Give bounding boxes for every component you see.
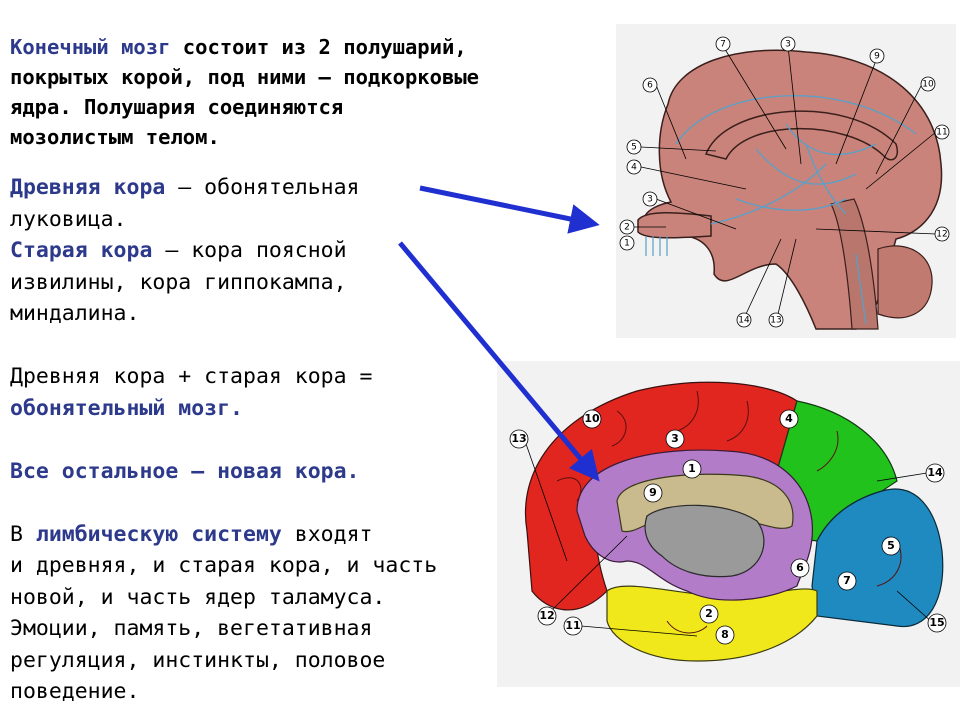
ancient-cortex-term: Древняя кора	[10, 175, 166, 200]
ancient-cortex-line2: луковица.	[10, 206, 127, 232]
olfactory-arrows	[645, 236, 668, 256]
bottom-label-2: 2	[705, 607, 713, 620]
region-gray	[644, 504, 765, 578]
intro-term: Конечный мозг	[10, 35, 171, 59]
top-label-6: 6	[647, 81, 653, 91]
old-cortex-line3: миндалина.	[10, 301, 140, 326]
tracts-lines	[675, 95, 917, 325]
intro-line3: ядра. Полушария соединяются	[10, 95, 344, 119]
top-label-3a: 3	[785, 40, 791, 50]
arrow-old-cortex	[398, 241, 600, 482]
top-label-11: 11	[936, 128, 947, 138]
olfactory-bulb-shape	[637, 211, 712, 239]
bottom-label-9: 9	[649, 486, 657, 499]
limbic-line2: и древняя, и старая кора, и часть	[10, 553, 438, 578]
top-label-7: 7	[720, 40, 726, 50]
top-label-10: 10	[922, 80, 934, 90]
region-yellow	[606, 585, 818, 662]
bottom-label-1: 1	[688, 462, 696, 475]
label-marker	[715, 36, 731, 52]
region-blue	[811, 488, 944, 628]
bottom-label-11: 11	[565, 619, 580, 632]
old-cortex-line2: извилины, кора гиппокампа,	[10, 269, 347, 295]
bottom-label-4: 4	[785, 412, 793, 425]
top-label-9: 9	[874, 52, 880, 62]
intro-line2: покрытых корой, под ними – подкорковые	[10, 65, 479, 89]
intro-paragraph: Конечный мозг состоит из 2 полушарий, по…	[10, 32, 600, 152]
bottom-label-7: 7	[843, 574, 851, 587]
bottom-label-3: 3	[671, 432, 679, 445]
top-label-1: 1	[624, 239, 630, 249]
body-text: Древняя кора – обонятельная луковица. Ст…	[10, 172, 480, 708]
top-label-13: 13	[770, 316, 781, 326]
bottom-label-6: 6	[796, 561, 804, 574]
bottom-label-12: 12	[539, 609, 554, 622]
brain-medial-figure: 10 4 13 3 1 14 9 5 6	[497, 361, 960, 687]
new-cortex-text: Все остальное – новая кора.	[10, 458, 360, 484]
brainstem-shape	[830, 198, 879, 330]
olfactory-term: обонятельный мозг.	[10, 395, 243, 421]
bottom-label-10: 10	[584, 412, 600, 425]
top-label-14: 14	[738, 316, 750, 326]
intro-line1: состоит из 2 полушарий,	[170, 35, 467, 59]
limbic-prefix: В	[10, 521, 36, 547]
brain-sagittal-figure: 7 3 9 6 10 5 11	[616, 24, 956, 338]
old-cortex-term: Старая кора	[10, 238, 153, 263]
bottom-label-5: 5	[887, 539, 895, 552]
limbic-line6: поведение.	[10, 679, 140, 704]
limbic-line3: новой, и часть ядер таламуса.	[10, 584, 386, 610]
olfactory-line1: Древняя кора + старая кора =	[10, 364, 373, 389]
limbic-term: лимбическую систему	[35, 521, 282, 547]
bottom-label-15: 15	[929, 616, 944, 629]
top-figure-labels: 7 3 9 6 10 5 11	[619, 36, 950, 328]
limbic-line5: регуляция, инстинкты, половое	[10, 647, 386, 673]
bottom-figure-labels: 10 4 13 3 1 14 9 5 6	[509, 409, 947, 645]
corpus-callosum-shape	[704, 110, 898, 161]
cerebellum-shape	[877, 245, 933, 319]
top-label-4: 4	[631, 163, 637, 173]
top-label-3b: 3	[647, 195, 653, 205]
limbic-line1: входят	[281, 521, 373, 547]
bottom-label-13: 13	[511, 432, 526, 445]
bottom-label-8: 8	[721, 628, 729, 641]
intro-line4: мозолистым телом.	[10, 125, 220, 149]
top-label-5: 5	[631, 143, 637, 153]
arrow-ancient-cortex	[419, 185, 600, 234]
top-label-12: 12	[936, 230, 947, 240]
ancient-cortex-line1: – обонятельная	[165, 175, 360, 200]
limbic-line4: Эмоции, память, вегетативная	[10, 616, 373, 641]
top-label-2: 2	[624, 223, 630, 233]
bottom-label-14: 14	[927, 466, 943, 479]
old-cortex-line1: – кора поясной	[152, 238, 347, 263]
